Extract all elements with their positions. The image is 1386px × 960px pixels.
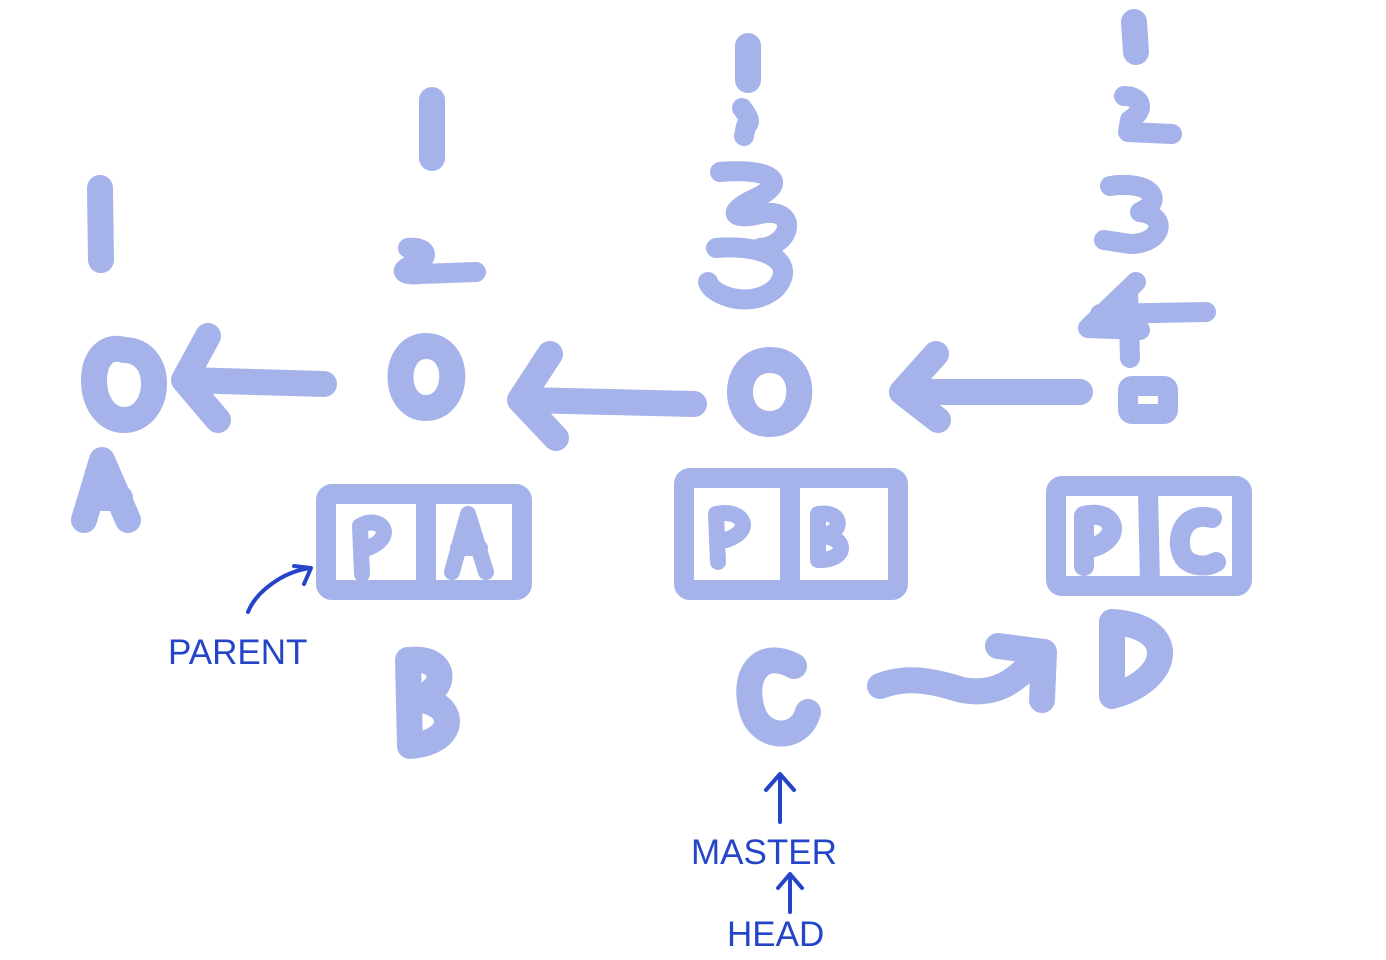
- commit-c-letter: [736, 647, 821, 747]
- commit-b-parent-box-p: [352, 514, 392, 582]
- commit-c: [674, 33, 908, 747]
- commit-d-line-1: [1121, 9, 1149, 65]
- parent-arrow-b-to-a-head: [171, 323, 231, 433]
- commit-c-node: [727, 347, 813, 437]
- head-label: HEAD: [727, 915, 824, 954]
- new-commit-arrow: [867, 633, 1057, 713]
- commit-d-parent-box-divider: [1138, 480, 1160, 594]
- commit-b-line-2: [393, 237, 486, 285]
- parent-arrow-c-to-b-head: [507, 341, 569, 451]
- parent-arrow-d-to-c-head: [889, 341, 951, 433]
- commit-c-line-2: [732, 98, 759, 146]
- head-annotation: HEAD: [727, 872, 824, 954]
- commit-d-line-2: [1114, 86, 1182, 144]
- commit-d-line-4: [1078, 272, 1216, 368]
- commit-c-line-3: [710, 161, 797, 258]
- commit-d-parent-box-p: [1074, 504, 1122, 576]
- commit-b-node: [387, 333, 466, 421]
- commit-a-letter: [71, 447, 141, 533]
- commit-c-parent-box-b: [810, 505, 849, 568]
- new-commit-arrow-shaft: [867, 641, 1053, 705]
- commit-a: [71, 175, 167, 533]
- commit-c-line-4: [698, 237, 793, 310]
- parent-annotation: PARENT: [168, 564, 313, 672]
- commit-a-line-1: [87, 175, 114, 273]
- commit-d-node: [1118, 376, 1178, 424]
- commit-d-letter: [1099, 609, 1173, 709]
- commit-d-line-3: [1094, 174, 1169, 254]
- commit-d: [1046, 9, 1252, 709]
- commit-c-parent-box-p: [708, 505, 751, 570]
- parent-label: PARENT: [168, 633, 307, 672]
- head-pointer-arrow: [776, 872, 804, 914]
- commit-d-parent-box-c: [1169, 506, 1226, 576]
- commit-b: [316, 87, 532, 759]
- commit-b-letter: [395, 646, 460, 759]
- parent-arrow-c-to-b-shaft: [511, 387, 707, 417]
- master-annotation: MASTER: [691, 772, 837, 872]
- commit-a-node: [81, 335, 167, 433]
- master-pointer-arrow: [764, 772, 796, 824]
- parent-arrow-b-to-a: [171, 323, 337, 433]
- master-label: MASTER: [691, 833, 837, 872]
- parent-arrow-c-to-b: [507, 341, 707, 451]
- parent-pointer-arrow: [246, 564, 313, 614]
- commit-b-parent-box-a: [444, 506, 494, 580]
- parent-arrow-b-to-a-shaft: [173, 367, 337, 397]
- parent-arrow-d-to-c: [889, 341, 1093, 433]
- new-commit-arrow-head: [985, 633, 1057, 713]
